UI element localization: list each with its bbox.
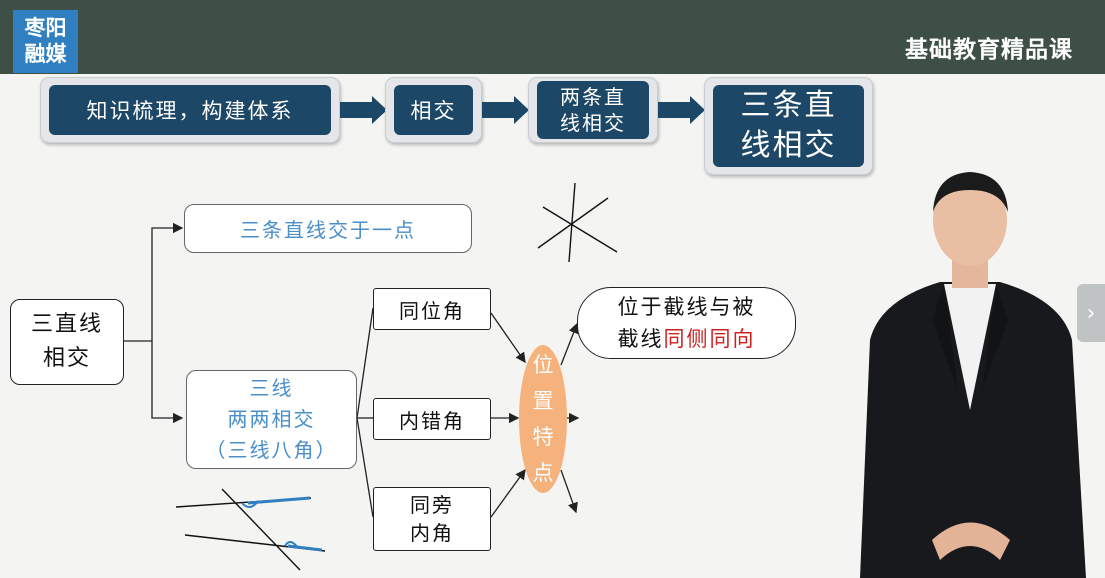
arrow-right-icon bbox=[658, 96, 705, 124]
branch-pairwise-line2: 两两相交 bbox=[227, 407, 316, 431]
logo-line1: 枣阳 bbox=[24, 16, 67, 40]
top-bar: 枣阳 融媒 基础教育精品课 bbox=[0, 0, 1105, 74]
angle-alternate-label: 内错角 bbox=[399, 408, 465, 433]
logo-line2: 融媒 bbox=[24, 42, 67, 66]
root-node: 三直线 相交 bbox=[10, 299, 124, 385]
step-two-lines-line2: 线相交 bbox=[560, 111, 626, 135]
next-page-button[interactable]: › bbox=[1077, 284, 1105, 342]
three-lines-point-icon bbox=[537, 182, 618, 263]
step-three-lines-line2: 线相交 bbox=[740, 128, 837, 163]
chevron-right-icon: › bbox=[1086, 300, 1096, 326]
step-intersect: 相交 bbox=[385, 77, 482, 143]
course-title: 基础教育精品课 bbox=[905, 37, 1073, 63]
angle-consecutive: 同旁 内角 bbox=[373, 487, 491, 551]
root-node-line2: 相交 bbox=[42, 346, 91, 371]
position-char-3: 特 bbox=[532, 425, 554, 449]
branch-pairwise: 三线 两两相交 （三线八角） bbox=[186, 370, 357, 469]
root-node-line1: 三直线 bbox=[30, 312, 103, 337]
arrow-right-icon bbox=[482, 96, 529, 124]
position-feature-oval: 位 置 特 点 bbox=[519, 345, 567, 493]
angle-corresponding: 同位角 bbox=[373, 288, 491, 330]
step-three-lines-line1: 三条直 bbox=[740, 88, 837, 123]
feature-line1: 位于截线与被 bbox=[617, 295, 756, 319]
angle-consecutive-line1: 同旁 bbox=[410, 493, 454, 517]
transversal-sketch-icon bbox=[175, 488, 326, 571]
branch-pairwise-line3: （三线八角） bbox=[205, 438, 338, 462]
position-char-4: 点 bbox=[532, 461, 554, 485]
position-char-1: 位 bbox=[532, 353, 554, 377]
angle-consecutive-line2: 内角 bbox=[410, 521, 454, 545]
branch-one-point: 三条直线交于一点 bbox=[184, 204, 472, 253]
step-knowledge-label: 知识梳理，构建体系 bbox=[49, 85, 331, 135]
presenter-video bbox=[860, 172, 1086, 578]
step-two-lines: 两条直 线相交 bbox=[528, 77, 658, 143]
feature-line2-red: 同侧同向 bbox=[663, 327, 756, 351]
angle-corresponding-label: 同位角 bbox=[399, 298, 465, 323]
arrow-right-icon bbox=[340, 96, 387, 124]
feature-line2-black: 截线 bbox=[617, 327, 664, 351]
angle-alternate: 内错角 bbox=[373, 398, 491, 440]
branch-one-point-label: 三条直线交于一点 bbox=[240, 218, 416, 242]
step-knowledge: 知识梳理，构建体系 bbox=[40, 77, 340, 143]
brand-logo: 枣阳 融媒 bbox=[13, 10, 78, 73]
position-char-2: 置 bbox=[532, 389, 554, 413]
step-intersect-label: 相交 bbox=[394, 85, 473, 135]
step-two-lines-line1: 两条直 bbox=[560, 85, 626, 109]
feature-line2: 截线同侧同向 bbox=[618, 323, 756, 355]
branch-pairwise-line1: 三线 bbox=[249, 376, 294, 400]
feature-callout: 位于截线与被 截线同侧同向 bbox=[577, 287, 796, 359]
step-three-lines: 三条直 线相交 bbox=[704, 77, 873, 175]
